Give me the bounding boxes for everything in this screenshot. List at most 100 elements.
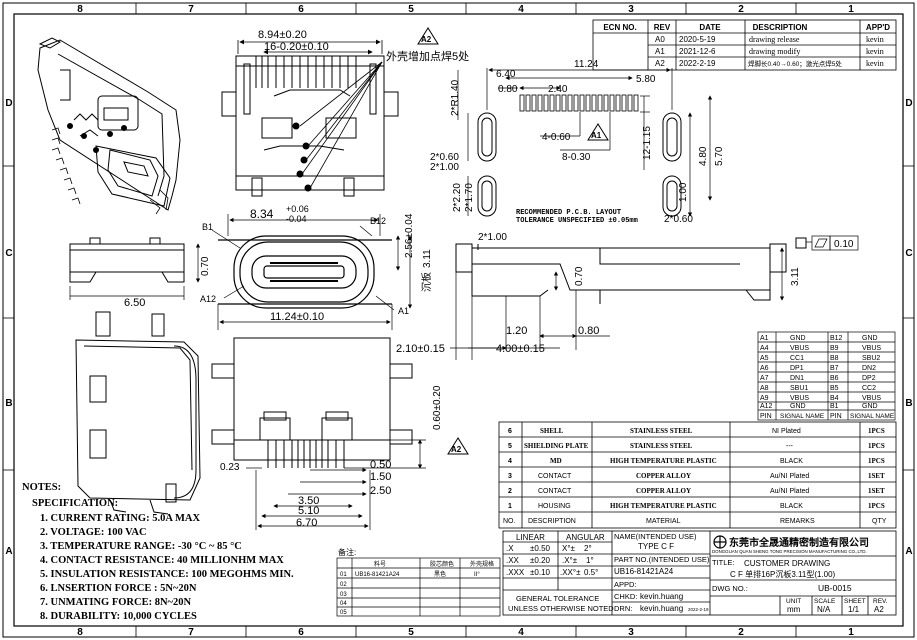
appd-label: APPD:	[614, 580, 637, 589]
pin-cell: A12	[760, 403, 773, 410]
col-label: 2	[738, 627, 744, 638]
dim-250: 2.50	[370, 485, 391, 497]
bom-cell: 1PCS	[868, 457, 885, 465]
col-label: 4	[518, 4, 524, 15]
side-view-left: 6.50 0.70	[69, 237, 211, 309]
remark-cell: 黑色	[434, 570, 446, 578]
sheet-label: SHEET	[844, 598, 866, 605]
pcb-layout: 11.24 6.40 5.80 0.80 2.40 4-0.60 8-0.30 …	[430, 59, 725, 243]
pin-cell: A6	[760, 365, 769, 372]
dim-510: 5.10	[298, 505, 319, 517]
row-label: D	[905, 98, 912, 109]
bom-cell: NI Plated	[772, 428, 801, 435]
pin-cell: A8	[760, 385, 769, 392]
pinout-table: A1 GND B12 GND A4 VBUS B9 VBUS A5 CC1 B8…	[757, 331, 896, 421]
col-label: 7	[188, 4, 194, 15]
dim-4-060: 4-0.60	[542, 132, 571, 143]
weld-note: 外壳增加点焊5处	[386, 49, 469, 63]
chkd-label: CHKD:	[614, 592, 637, 601]
notes-title: NOTES:	[22, 482, 61, 493]
drn-name: kevin.huang	[640, 604, 683, 613]
dim-311: 3.11	[422, 249, 433, 268]
dim-tol-minus: -0.04	[286, 214, 307, 224]
unit-value: mm	[787, 605, 801, 614]
pin-cell: A4	[760, 345, 769, 352]
pin-cell: A7	[760, 375, 769, 382]
dim-311: 3.11	[790, 267, 801, 286]
remark-cell: 04	[340, 601, 347, 607]
bom-cell: BLACK	[780, 503, 803, 510]
bom-header: QTY	[872, 518, 887, 525]
dim-2x220: 2*2.20	[452, 183, 463, 212]
dim-060: 0.60±0.20	[432, 385, 443, 430]
bom-cell: 1PCS	[868, 502, 885, 510]
pin-cell: B9	[830, 345, 839, 352]
remark-cell: 05	[340, 610, 347, 616]
unit-label: UNIT	[786, 598, 801, 605]
dim-11-24: 11.24	[574, 59, 599, 70]
bom-cell: HOUSING	[538, 503, 571, 510]
pin-label-b1: B1	[202, 222, 213, 232]
isometric-view-bottom	[75, 311, 201, 515]
note-item: 8. DURABILITY: 10,000 CYCLES	[40, 611, 197, 622]
rev-header: REV	[654, 23, 671, 32]
bom-cell: 1PCS	[868, 427, 885, 435]
dim-2x060: 2*0.60	[430, 152, 459, 163]
pin-cell: A5	[760, 355, 769, 362]
bom-cell: COPPER ALLOY	[636, 487, 691, 495]
remark-header: 外壳规格	[470, 560, 494, 568]
pin-cell: DN1	[790, 375, 804, 382]
dim-1-00: 1.00	[678, 182, 689, 202]
pin-cell: B1	[830, 403, 839, 410]
pin-cell: SBU2	[862, 355, 880, 362]
pin-cell: SBU1	[790, 385, 808, 392]
col-label: 5	[408, 4, 414, 15]
rev-cell: A2	[655, 59, 665, 68]
part-label: PART NO.(INTENDED USE)	[614, 555, 710, 564]
dim-070: 0.70	[200, 256, 211, 276]
bom-header: REMARKS	[780, 518, 815, 525]
row-label: D	[5, 98, 12, 109]
row-label: C	[905, 248, 912, 259]
dim-070: 0.70	[574, 266, 585, 286]
pin-header: SIGNAL NAME	[850, 413, 895, 420]
rev-cell: 焊脚长0.40→0.60；激光点焊5处	[748, 59, 842, 68]
pin-cell: B4	[830, 395, 839, 402]
col-label: 4	[518, 627, 524, 638]
front-view: 8.34 +0.06 -0.04 B1 B12 A12 A1 11.24±0.1…	[200, 204, 433, 330]
bom-cell: Au/NI Plated	[770, 488, 809, 495]
dim-12-115: 12-1.15	[642, 126, 653, 160]
dim-tol-plus: +0.06	[286, 204, 309, 214]
pin-cell: B7	[830, 365, 839, 372]
bom-cell: 1	[508, 503, 512, 510]
bom-cell: HIGH TEMPERATURE PLASTIC	[610, 457, 717, 465]
rev-value: A2	[874, 605, 884, 614]
rev-cell: 2020-5-19	[679, 35, 716, 44]
remark-header: 料号	[374, 560, 386, 568]
bom-cell: 3	[508, 473, 512, 480]
pin-cell: GND	[862, 403, 878, 410]
rev-header: DESCRIPTION	[753, 23, 808, 32]
dim-2x060b: 2*0.60	[664, 214, 693, 225]
remark-table: 备注: 料号 胶芯颜色 外壳规格 01 UB16-81421A24 黑色 II°…	[336, 547, 501, 617]
tol-cell: .X°±	[562, 556, 578, 565]
note-item: 1. CURRENT RATING: 5.0A MAX	[40, 513, 200, 524]
pin-cell: B12	[830, 335, 843, 342]
tol-cell: ±0.50	[530, 544, 551, 553]
chkd-name: kevin.huang	[640, 592, 683, 601]
revision-table: ECN NO. REV DATE DESCRIPTION APP'D A0 20…	[592, 19, 897, 71]
bom-cell: 1SET	[868, 487, 885, 495]
pin-header: PIN	[760, 413, 772, 420]
drn-label: DRN:	[614, 604, 632, 613]
rev-note: A2	[451, 445, 462, 454]
scale-value: N/A	[817, 605, 831, 614]
remark-cell: 03	[340, 592, 347, 598]
bom-cell: CONTACT	[538, 473, 572, 480]
pin-cell: VBUS	[862, 395, 881, 402]
dim-080: 0.80	[578, 325, 599, 337]
sheet-value: 1/1	[848, 605, 860, 614]
bom-cell: SHIELDING PLATE	[524, 442, 589, 450]
pin-cell: VBUS	[790, 395, 809, 402]
bom-cell: SHELL	[540, 427, 564, 435]
